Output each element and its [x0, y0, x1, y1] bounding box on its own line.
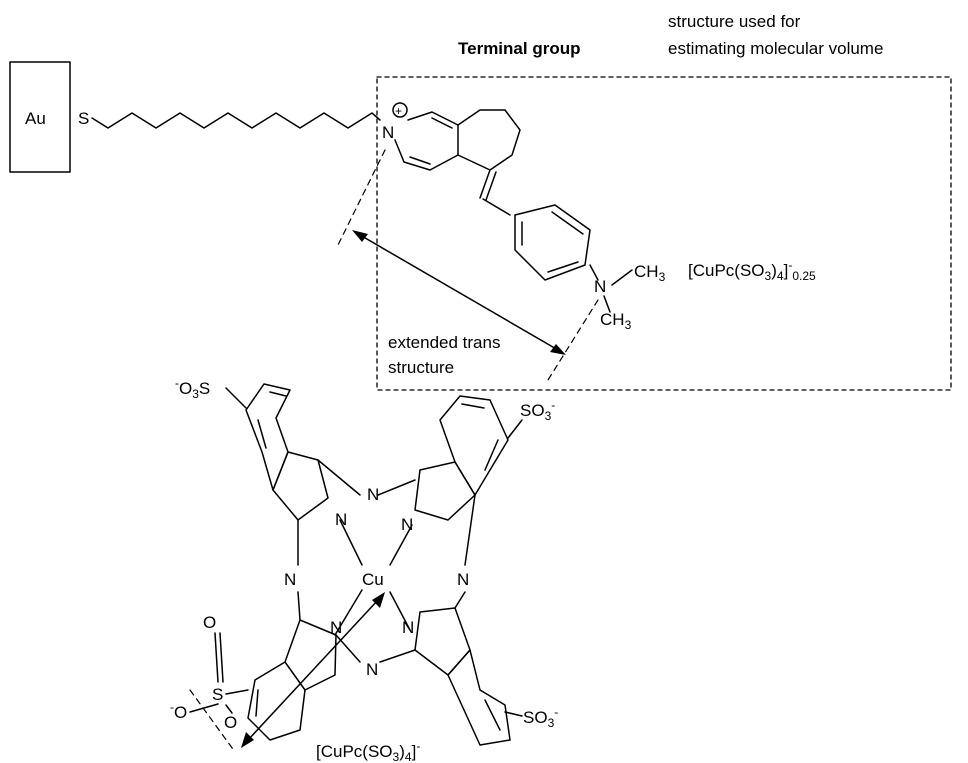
pyridinium-n-label: N — [382, 123, 394, 142]
sulfonate-o-left: -O — [170, 700, 187, 722]
extent-arrowhead-right — [550, 344, 566, 355]
terminal-group-box — [376, 76, 952, 391]
sulfonate-top-right: SO3- — [520, 398, 555, 423]
positive-charge-sign: + — [395, 104, 402, 118]
terminal-group-title: Terminal group — [458, 39, 580, 58]
pc-arrowhead-bottom — [241, 732, 254, 748]
pc-arrowhead-top — [372, 592, 385, 608]
pyrrole-n-bl: N — [330, 618, 342, 637]
methyl-bond-2 — [603, 295, 611, 313]
amine-n-label: N — [594, 277, 606, 296]
sulfonate-o-bottom: O — [224, 713, 237, 732]
phthalocyanine — [245, 383, 511, 746]
sulfonate-bond-tr — [507, 419, 523, 439]
pyrrole-n-tr: N — [401, 515, 413, 534]
sulfonate-s-bl: S — [212, 685, 223, 704]
volume-note-line1: structure used for — [668, 12, 801, 31]
volume-note-line2: estimating molecular volume — [668, 39, 883, 58]
so-double-bottom — [225, 704, 233, 714]
au-label: Au — [25, 109, 46, 128]
counterion-label: [CuPc(SO3)4]-0.25 — [688, 258, 816, 283]
so-double-top-b — [219, 632, 224, 683]
aza-n-left: N — [284, 570, 296, 589]
pyrrole-n-br: N — [402, 618, 414, 637]
sulfonate-top-left: -O3S — [175, 376, 210, 401]
extent-arrowhead-left — [352, 230, 368, 242]
isoquinolinium-ring — [394, 109, 521, 201]
sulfur-label: S — [78, 109, 89, 128]
methyl-1-label: CH3 — [634, 262, 666, 284]
pc-formula-label: [CuPc(SO3)4]- — [316, 739, 420, 763]
methyl-2-label: CH3 — [600, 310, 632, 332]
pyrrole-n-tl: N — [335, 510, 347, 529]
sulfonate-bond-br — [504, 711, 523, 717]
so-double-top-a — [214, 632, 219, 683]
extent-arrow — [359, 234, 559, 351]
sulfonate-o-top: O — [203, 613, 216, 632]
extended-note-line2: structure — [388, 358, 454, 377]
extent-dash-left — [337, 149, 386, 246]
sulfonate-bond-bl — [225, 689, 249, 695]
so-single-left — [189, 703, 219, 713]
aza-n-right: N — [457, 570, 469, 589]
alkyl-chain — [91, 112, 381, 129]
extent-dash-right — [547, 299, 599, 381]
sulfonate-bond-tl — [225, 387, 247, 409]
aza-n-bottom: N — [366, 660, 378, 679]
benzene-ring — [514, 204, 591, 281]
gold-electrode — [9, 61, 71, 173]
extended-note-line1: extended trans — [388, 333, 500, 352]
methyl-bond-1 — [611, 269, 633, 286]
vinyl-bond — [482, 198, 511, 216]
sulfonate-bottom-right: SO3- — [523, 705, 558, 730]
aryl-n-bond — [589, 264, 599, 281]
cu-label: Cu — [362, 570, 384, 589]
pc-extent-arrow — [247, 599, 379, 741]
aza-n-top: N — [367, 485, 379, 504]
pc-extent-dash — [189, 689, 236, 753]
positive-charge-circle — [392, 102, 408, 118]
